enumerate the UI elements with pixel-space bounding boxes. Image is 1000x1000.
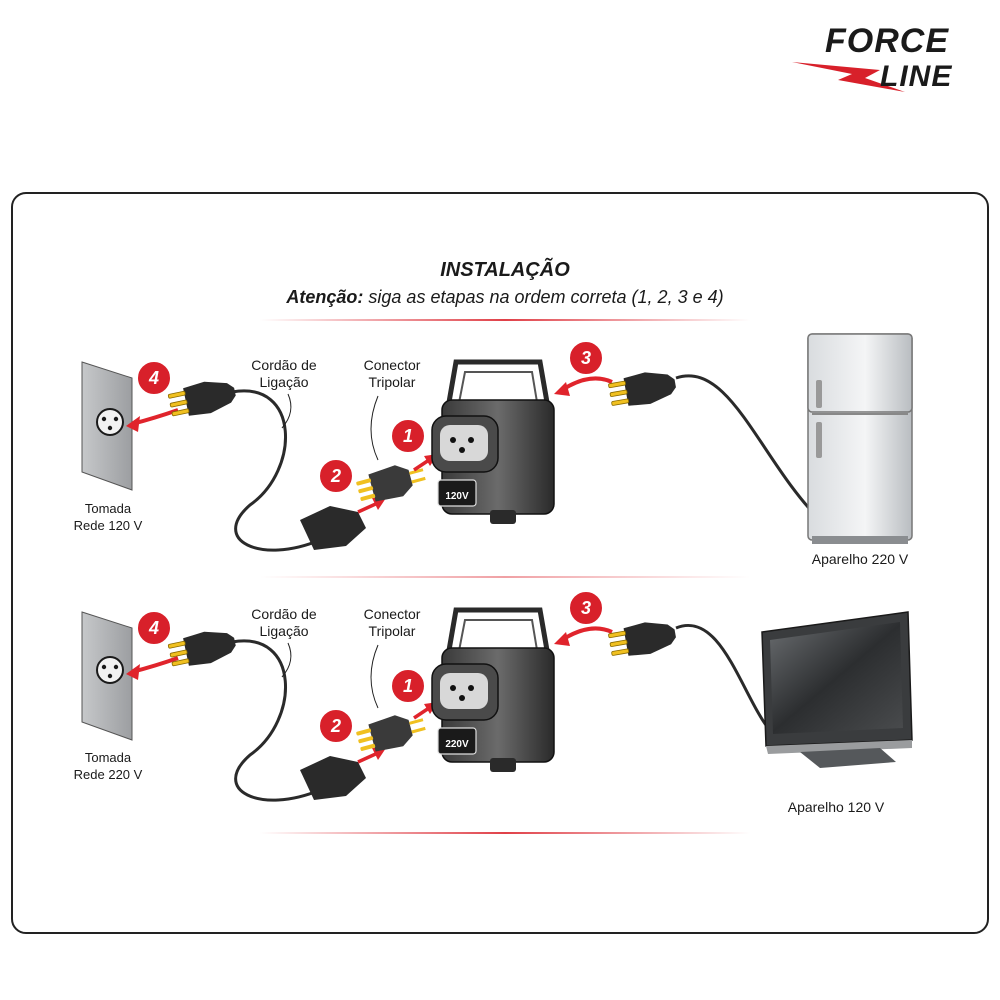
logo-swoosh-icon [792, 62, 905, 92]
diagram-frame [11, 192, 989, 934]
step-badge-1: 1 [390, 418, 426, 454]
cord-leader-line [281, 393, 292, 429]
wall-outlet-top [81, 361, 133, 491]
cord-female-end-top [300, 498, 386, 550]
diagram-title: INSTALAÇÃO [440, 258, 570, 281]
outlet-label-line2: Rede 120 V [74, 518, 143, 533]
connector-label-line1: Conector [364, 357, 421, 373]
svg-text:1: 1 [403, 426, 413, 446]
svg-text:4: 4 [148, 368, 159, 388]
footer-divider [260, 832, 750, 834]
svg-text:3: 3 [581, 348, 591, 368]
appliance-label: Aparelho 220 V [812, 551, 909, 567]
outlet-label-line1: Tomada [85, 750, 132, 765]
cord-label-line1: Cordão de [251, 606, 317, 622]
cord-wire-bottom [231, 639, 321, 802]
svg-text:3: 3 [581, 598, 591, 618]
transformer-voltage-label: 120V [445, 491, 469, 502]
svg-text:2: 2 [330, 716, 341, 736]
tripolar-connector-bottom [356, 715, 426, 752]
section-divider [260, 576, 750, 578]
logo-line2: LINE [880, 60, 952, 93]
connector-label-line2: Tripolar [369, 374, 416, 390]
cord-label-line2: Ligação [259, 374, 308, 390]
attention-label: Atenção: [285, 287, 363, 307]
socket-icon [96, 408, 124, 436]
socket-icon [96, 656, 124, 684]
connector-label-line1: Conector [364, 606, 421, 622]
television-icon [761, 611, 913, 768]
outlet-label-line2: Rede 220 V [74, 767, 143, 782]
cord-wire-top [231, 389, 321, 552]
cord-leader-line [281, 642, 292, 678]
appliance-cord-bottom [675, 624, 770, 729]
bottom-panel: Tomada Rede 220 V Cordão de Ligação Cone… [74, 590, 913, 815]
brand-logo: FORCE LINE [792, 22, 952, 93]
header-divider [260, 319, 750, 321]
step-badge-1: 1 [390, 668, 426, 704]
logo-line1: FORCE [825, 22, 949, 60]
svg-text:4: 4 [148, 618, 159, 638]
step-badge-2: 2 [318, 458, 354, 494]
appliance-label: Aparelho 120 V [788, 799, 885, 815]
transformer-top-icon [431, 359, 555, 524]
connector-label-line2: Tripolar [369, 623, 416, 639]
step-badge-4: 4 [136, 610, 172, 646]
transformer-bottom-icon [431, 607, 555, 772]
svg-text:1: 1 [403, 676, 413, 696]
appliance-cord-top [675, 374, 822, 522]
step-badge-3: 3 [568, 340, 604, 376]
wall-outlet-bottom [81, 611, 133, 741]
refrigerator-icon [807, 333, 913, 544]
outlet-label-line1: Tomada [85, 501, 132, 516]
tripolar-connector-top [356, 465, 426, 502]
top-panel: Tomada Rede 120 V Cordão de Ligação [74, 333, 913, 567]
attention-line: Atenção: siga as etapas na ordem correta… [285, 287, 723, 307]
step-badge-3: 3 [568, 590, 604, 626]
connector-leader-line [370, 395, 379, 461]
step-badge-4: 4 [136, 360, 172, 396]
step-badge-2: 2 [318, 708, 354, 744]
svg-text:2: 2 [330, 466, 341, 486]
transformer-voltage-label: 220V [445, 739, 469, 750]
cord-label-line1: Cordão de [251, 357, 317, 373]
connector-leader-line [370, 644, 379, 709]
cord-label-line2: Ligação [259, 623, 308, 639]
attention-text: siga as etapas na ordem correta (1, 2, 3… [363, 287, 723, 307]
